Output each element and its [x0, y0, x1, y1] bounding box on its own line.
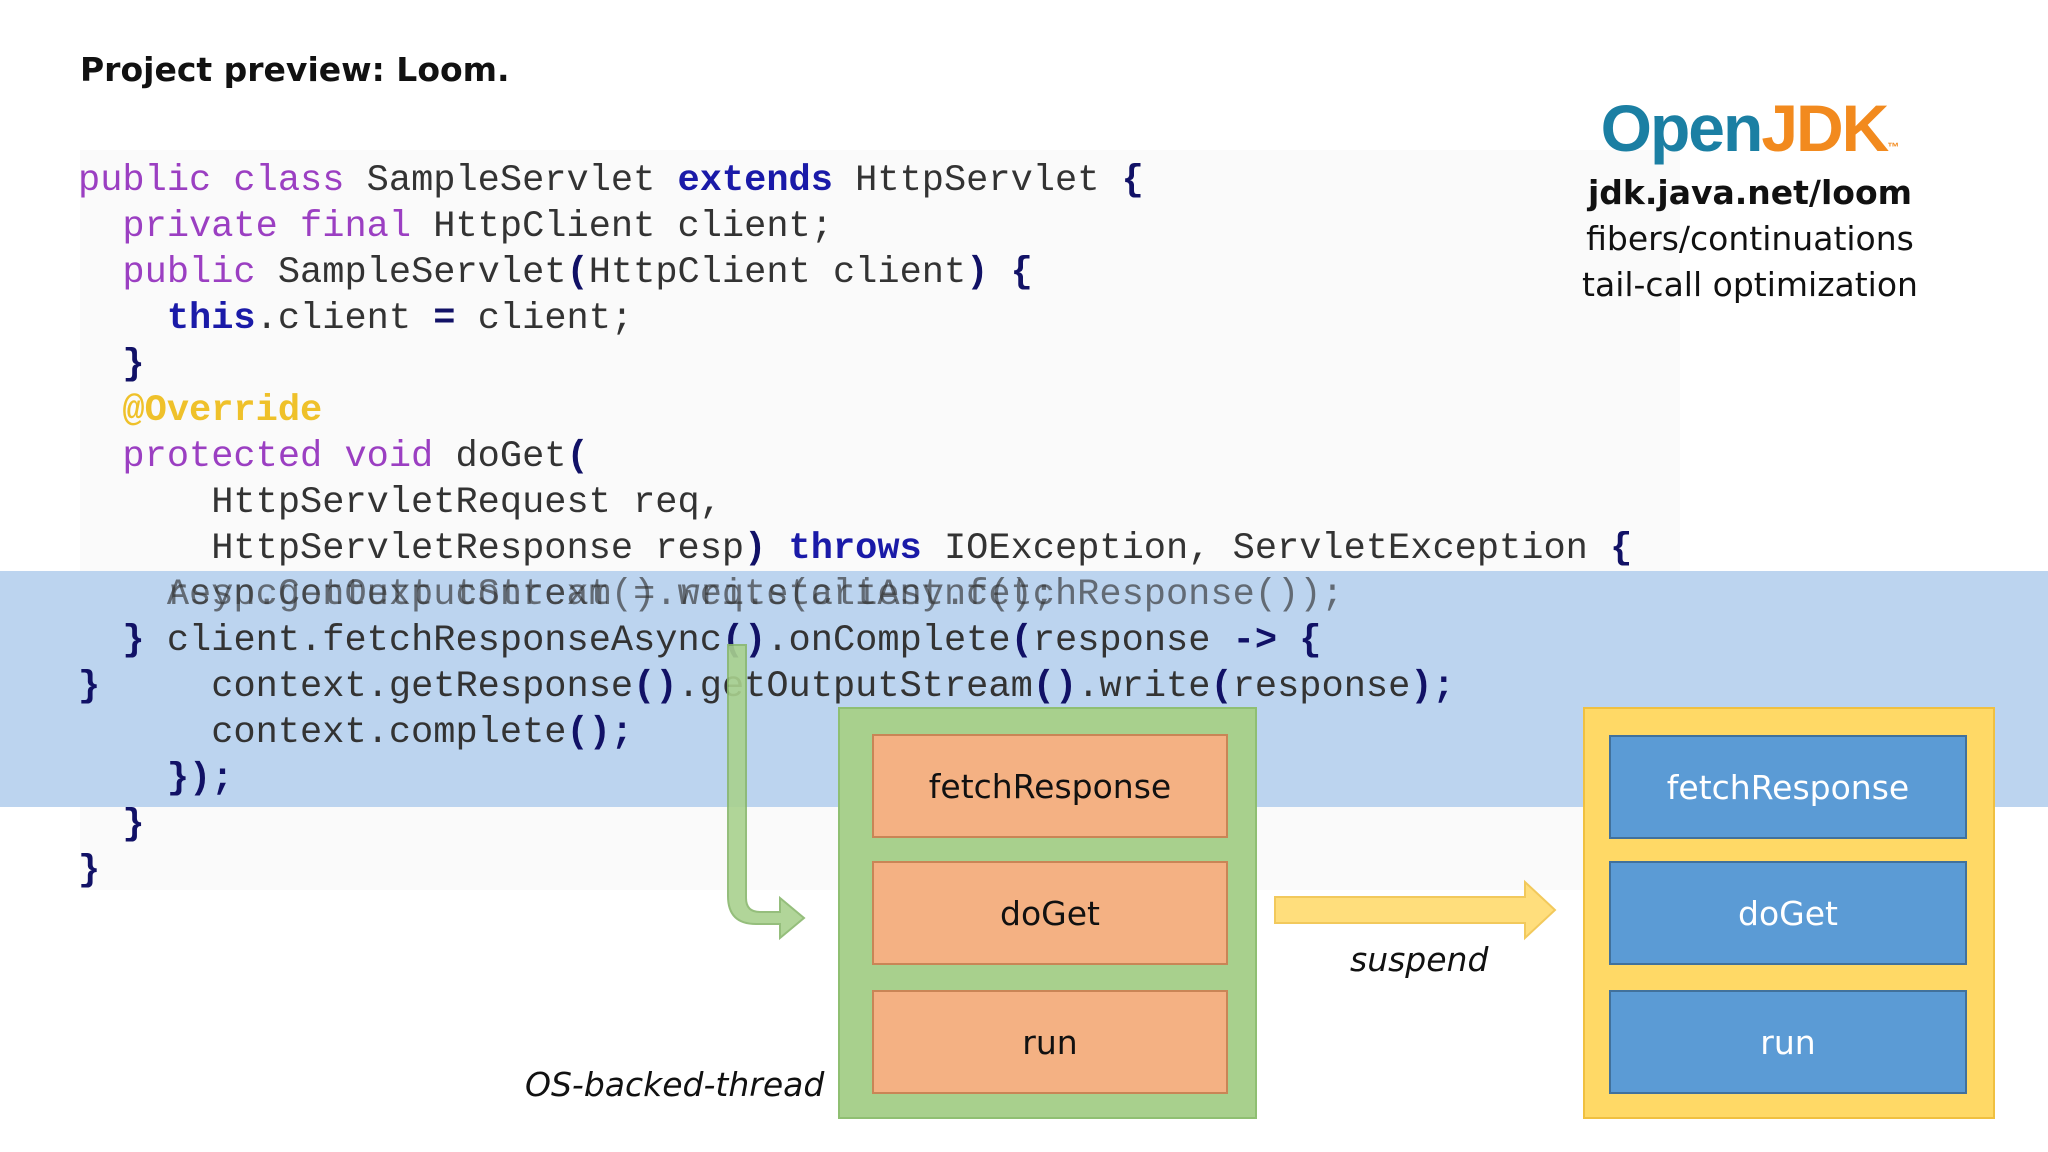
suspend-arrow — [1274, 879, 1557, 941]
stack-frame-fetchresponse: fetchResponse — [872, 734, 1228, 838]
code-line-15: } — [78, 804, 145, 846]
code-line-11: } client.fetchResponseAsync().onComplete… — [78, 620, 1322, 662]
code-line-9: HttpServletResponse resp) throws IOExcep… — [78, 528, 1633, 570]
code-line-16: } — [78, 850, 101, 892]
os-thread-caption: OS-backed-thread — [525, 1065, 825, 1104]
stack-frame-run: run — [872, 990, 1228, 1094]
code-line-8: HttpServletRequest req, — [78, 482, 722, 524]
code-line-10-overlay-a: AsyncContext context = req.startAsync(); — [78, 574, 1055, 616]
stack-frame-fetchresponse: fetchResponse — [1609, 735, 1967, 839]
info-line-1: fibers/continuations — [1586, 219, 1914, 258]
suspend-caption: suspend — [1350, 940, 1489, 979]
info-line-2: tail-call optimization — [1582, 265, 1918, 304]
code-line-10-overlay-b: resp.getOutputStream().write(client.fetc… — [78, 574, 1344, 616]
project-info: jdk.java.net/loom fibers/continuations t… — [1550, 170, 1950, 308]
openjdk-logo: OpenJDK™ — [1600, 91, 1900, 165]
loom-url: jdk.java.net/loom — [1587, 173, 1913, 212]
code-block: public class SampleServlet extends HttpS… — [78, 158, 1678, 898]
stack-frame-run: run — [1609, 990, 1967, 1094]
slide-title: Project preview: Loom. — [80, 50, 510, 89]
code-line-2: private final HttpClient client; — [78, 206, 833, 248]
green-bend-arrow — [727, 644, 806, 941]
code-line-4: this.client = client; — [78, 298, 634, 340]
stack-frame-doget: doGet — [1609, 861, 1967, 965]
code-line-3: public SampleServlet(HttpClient client) … — [78, 252, 1033, 294]
continuation-stack: fetchResponse doGet run — [1583, 707, 1995, 1119]
os-thread-stack: fetchResponse doGet run — [838, 707, 1257, 1119]
code-line-13: context.complete(); — [78, 712, 634, 754]
code-line-7: protected void doGet( — [78, 436, 589, 478]
stack-frame-doget: doGet — [872, 861, 1228, 965]
code-line-6: @Override — [78, 390, 323, 432]
code-line-5: } — [78, 344, 145, 386]
code-line-14: }); — [78, 758, 234, 800]
code-line-1: public class SampleServlet extends HttpS… — [78, 160, 1144, 202]
